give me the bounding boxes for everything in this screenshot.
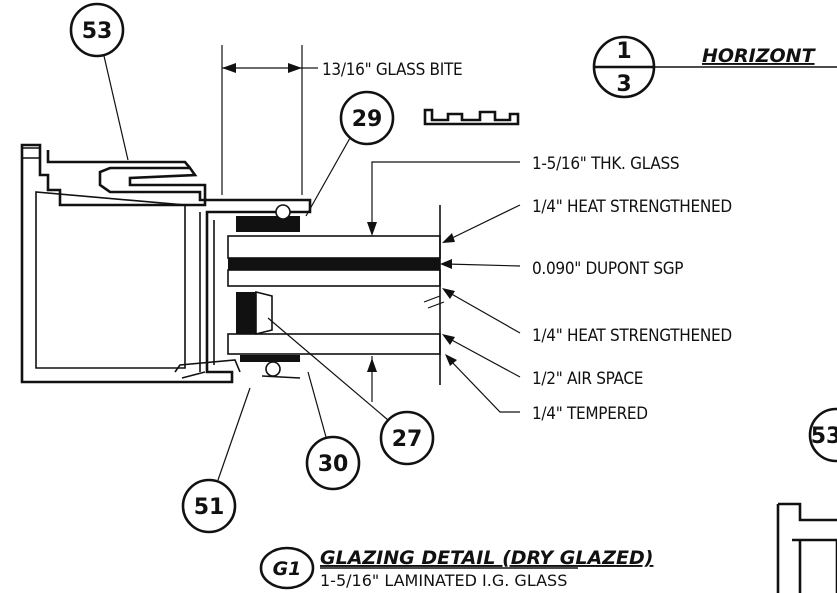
glass-bite-label: 13/16" GLASS BITE (322, 60, 462, 80)
balloon-53: 53 (82, 19, 113, 44)
detail-tag: G1 (273, 558, 302, 580)
detail-title: GLAZING DETAIL (DRY GLAZED) (320, 547, 653, 569)
callout-heat-strengthened-inner: 1/4" HEAT STRENGTHENED (532, 326, 732, 346)
glass-bite-dimension: 13/16" GLASS BITE (221, 45, 463, 195)
section-ref-title: HORIZONT (702, 45, 817, 67)
callouts: 1-5/16" THK. GLASS 1/4" HEAT STRENGTHENE… (367, 154, 732, 424)
gaskets (236, 204, 301, 379)
callout-thk-glass: 1-5/16" THK. GLASS (532, 154, 679, 174)
section-ref-bottom: 3 (616, 72, 631, 97)
detail-subtitle: 1-5/16" LAMINATED I.G. GLASS (320, 571, 567, 590)
frame-extrusion (20, 143, 312, 384)
balloon-30: 30 (318, 452, 349, 477)
callout-tempered: 1/4" TEMPERED (532, 404, 648, 424)
gasket-profile-sketch (423, 108, 520, 126)
section-ref-top: 1 (616, 39, 631, 64)
glass-unit (227, 205, 445, 385)
balloons: 53 29 27 30 51 53 (69, 2, 837, 534)
callout-air-space: 1/2" AIR SPACE (532, 369, 643, 389)
balloon-27: 27 (392, 427, 423, 452)
balloon-29: 29 (352, 107, 383, 132)
detail-title-block: G1 GLAZING DETAIL (DRY GLAZED) 1-5/16" L… (259, 546, 653, 590)
balloon-51: 51 (194, 495, 225, 520)
callout-heat-strengthened-outer: 1/4" HEAT STRENGTHENED (532, 197, 732, 217)
callout-dupont-sgp: 0.090" DUPONT SGP (532, 259, 683, 279)
frame-extrusion-partial (776, 502, 837, 593)
balloon-53-partial: 53 (811, 424, 837, 449)
section-reference: 1 3 HORIZONT (592, 35, 837, 99)
